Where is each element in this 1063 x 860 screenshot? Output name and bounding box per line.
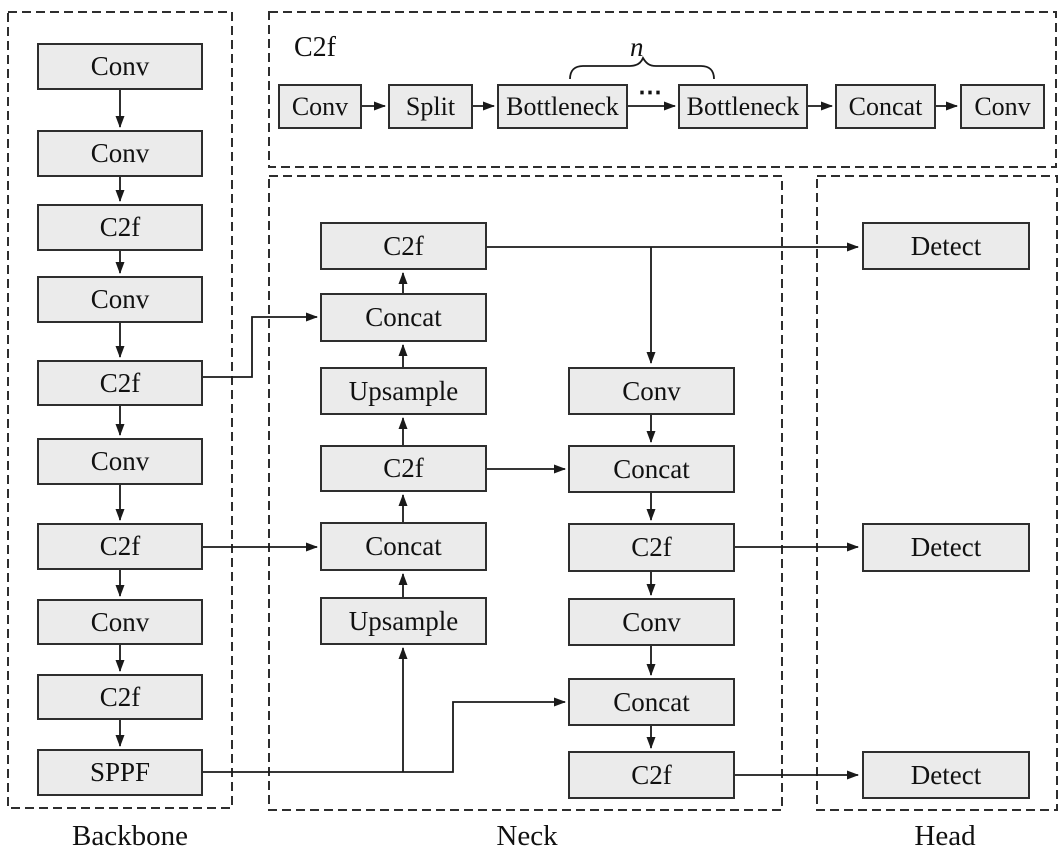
neck-node-conv-down-1: Conv — [568, 367, 735, 415]
neck-node-upsample-lower: Upsample — [320, 597, 487, 645]
c2f-detail-title: C2f — [294, 32, 336, 63]
backbone-node-conv-5: Conv — [37, 599, 203, 645]
head-section-label: Head — [914, 819, 976, 852]
neck-node-c2f-mid: C2f — [320, 445, 487, 492]
neck-node-upsample-upper: Upsample — [320, 367, 487, 415]
backbone-section-label: Backbone — [72, 819, 188, 852]
ellipsis-dots: ⋯ — [638, 80, 663, 106]
backbone-node-conv-3: Conv — [37, 276, 203, 323]
neck-node-c2f-top: C2f — [320, 222, 487, 270]
skip-connections — [203, 242, 859, 780]
neck-node-concat-upper: Concat — [320, 293, 487, 342]
backbone-node-c2f-4: C2f — [37, 674, 203, 720]
neck-node-concat-right-1: Concat — [568, 445, 735, 493]
head-node-detect-3: Detect — [862, 751, 1030, 799]
backbone-node-c2f-1: C2f — [37, 204, 203, 251]
backbone-frame — [7, 11, 233, 809]
repeat-brace — [569, 55, 715, 80]
neck-section-label: Neck — [496, 819, 558, 852]
c2f-detail-node-conv-out: Conv — [960, 84, 1045, 129]
backbone-node-conv-2: Conv — [37, 130, 203, 177]
c2f-detail-node-conv-in: Conv — [278, 84, 362, 129]
neck-node-conv-down-2: Conv — [568, 598, 735, 646]
neck-node-c2f-right-1: C2f — [568, 523, 735, 572]
c2f-detail-arrows — [362, 55, 958, 111]
backbone-node-c2f-3: C2f — [37, 523, 203, 570]
head-node-detect-2: Detect — [862, 523, 1030, 572]
c2f-detail-node-concat: Concat — [835, 84, 936, 129]
c2f-detail-node-bottleneck-n: Bottleneck — [678, 84, 808, 129]
repeat-count-label: n — [630, 32, 644, 62]
neck-frame — [268, 175, 783, 811]
neck-node-c2f-right-2: C2f — [568, 751, 735, 799]
backbone-node-conv-1: Conv — [37, 43, 203, 90]
neck-node-concat-lower: Concat — [320, 522, 487, 571]
backbone-node-conv-4: Conv — [37, 438, 203, 485]
c2f-detail-frame — [268, 11, 1057, 168]
head-frame — [816, 175, 1058, 811]
c2f-detail-node-bottleneck-1: Bottleneck — [497, 84, 628, 129]
head-node-detect-1: Detect — [862, 222, 1030, 270]
c2f-detail-node-split: Split — [388, 84, 473, 129]
backbone-node-sppf: SPPF — [37, 749, 203, 796]
backbone-node-c2f-2: C2f — [37, 360, 203, 406]
neck-node-concat-right-2: Concat — [568, 678, 735, 726]
